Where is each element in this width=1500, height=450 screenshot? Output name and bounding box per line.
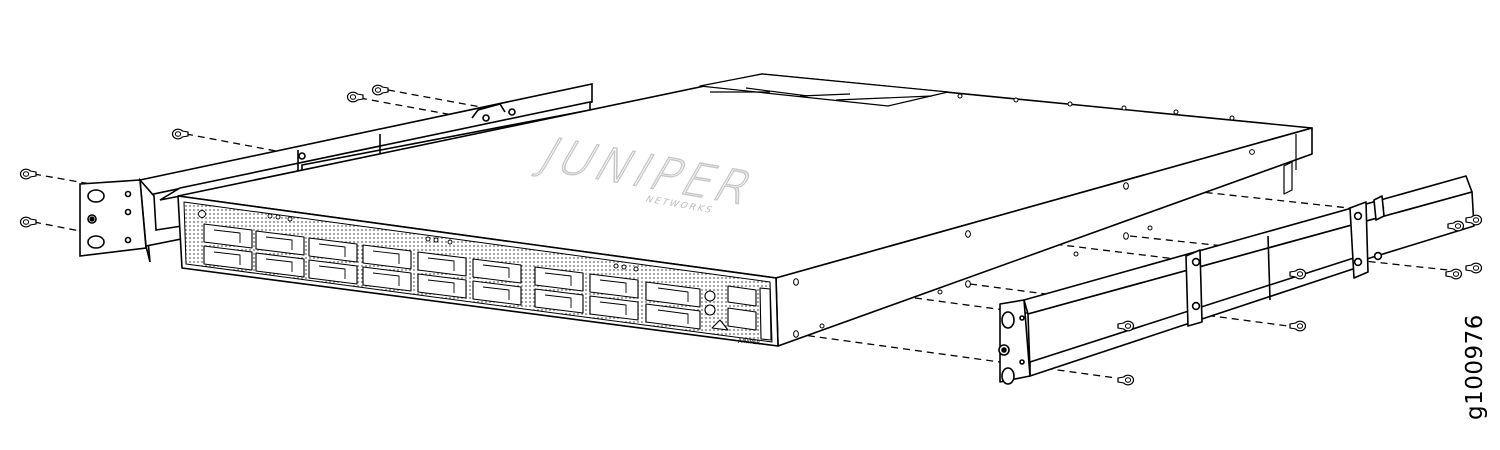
bezel-badge: JUNIPER xyxy=(737,338,761,347)
screw-icon xyxy=(1289,320,1307,332)
left-front-rail xyxy=(79,83,593,263)
screw-icon xyxy=(1465,262,1483,274)
screw-icon xyxy=(1117,374,1135,386)
figure-id-label: g100976 xyxy=(1462,314,1488,420)
screw-icon xyxy=(1445,268,1463,280)
screw-icon xyxy=(19,168,37,180)
screw-icon xyxy=(171,128,189,140)
screw-icon xyxy=(19,216,37,228)
screw-icon xyxy=(371,84,389,96)
screw-icon xyxy=(346,91,364,103)
right-rear-rail xyxy=(998,175,1475,385)
switch-chassis: JUNIPER xyxy=(177,73,1313,347)
